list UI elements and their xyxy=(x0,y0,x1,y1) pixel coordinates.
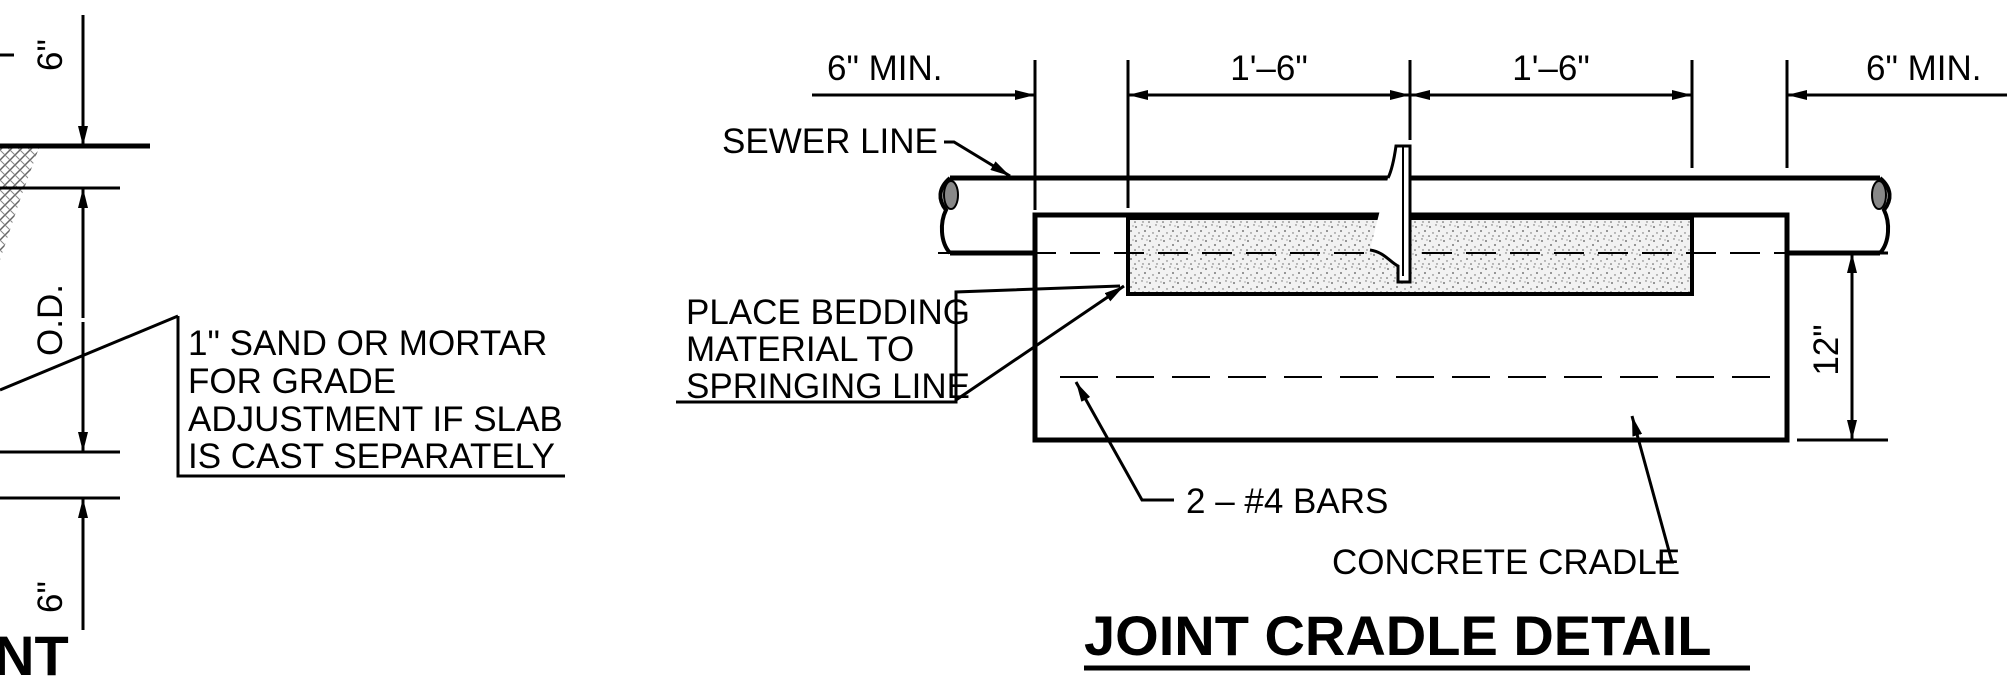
soil-hatch xyxy=(0,145,40,260)
sewer-line-label: SEWER LINE xyxy=(722,122,938,161)
cradle-leader xyxy=(1630,415,1674,564)
pipe-joint xyxy=(1369,144,1412,284)
note-leader xyxy=(176,316,565,478)
note-line-2: FOR GRADE xyxy=(188,362,396,401)
bedding-label-line-2: MATERIAL TO xyxy=(686,330,914,369)
sewer-pipe xyxy=(938,175,1892,256)
note-line-1: 1" SAND OR MORTAR xyxy=(188,324,547,363)
bedding-label-line-3: SPRINGING LINE xyxy=(686,367,970,406)
left-partial-detail: 6" O.D. 6" 1" SAND OR MORTAR FOR GRADE A… xyxy=(0,15,565,678)
sewer-line-leader xyxy=(944,140,1011,178)
pipe-break-left xyxy=(938,176,952,255)
pipe-section-left xyxy=(943,180,959,210)
left-title-fragment: NT xyxy=(0,624,69,678)
dim-bottom-text: 6" xyxy=(31,581,70,613)
pipe-break-right xyxy=(1878,176,1892,255)
dim-top-text: 6" xyxy=(31,39,70,71)
joint-bell xyxy=(1369,144,1412,284)
detail-title: JOINT CRADLE DETAIL xyxy=(1084,604,1711,667)
dim-text-left-min: 6" MIN. xyxy=(827,49,943,88)
dim-od-text: O.D. xyxy=(31,284,70,356)
bedding-leader xyxy=(676,284,1121,404)
joint-cradle-detail: 6" MIN. 1'–6" 1'–6" 6" MIN. 12" SEWER LI… xyxy=(676,49,2007,671)
bedding-leader-arrow xyxy=(955,284,1125,402)
sloped-line xyxy=(0,314,179,392)
dim-text-span-b: 1'–6" xyxy=(1512,49,1590,88)
cradle-label: CONCRETE CRADLE xyxy=(1332,543,1680,582)
bars-label: 2 – #4 BARS xyxy=(1186,482,1388,521)
bedding-label-line-1: PLACE BEDDING xyxy=(686,293,970,332)
dim-text-12: 12" xyxy=(1807,324,1846,375)
pipe-section-right xyxy=(1871,180,1887,210)
note-line-4: IS CAST SEPARATELY xyxy=(188,437,555,476)
note-line-3: ADJUSTMENT IF SLAB xyxy=(188,400,563,439)
bars-leader xyxy=(1074,381,1174,502)
dim-text-right-min: 6" MIN. xyxy=(1866,49,1982,88)
dim-text-span-a: 1'–6" xyxy=(1230,49,1308,88)
